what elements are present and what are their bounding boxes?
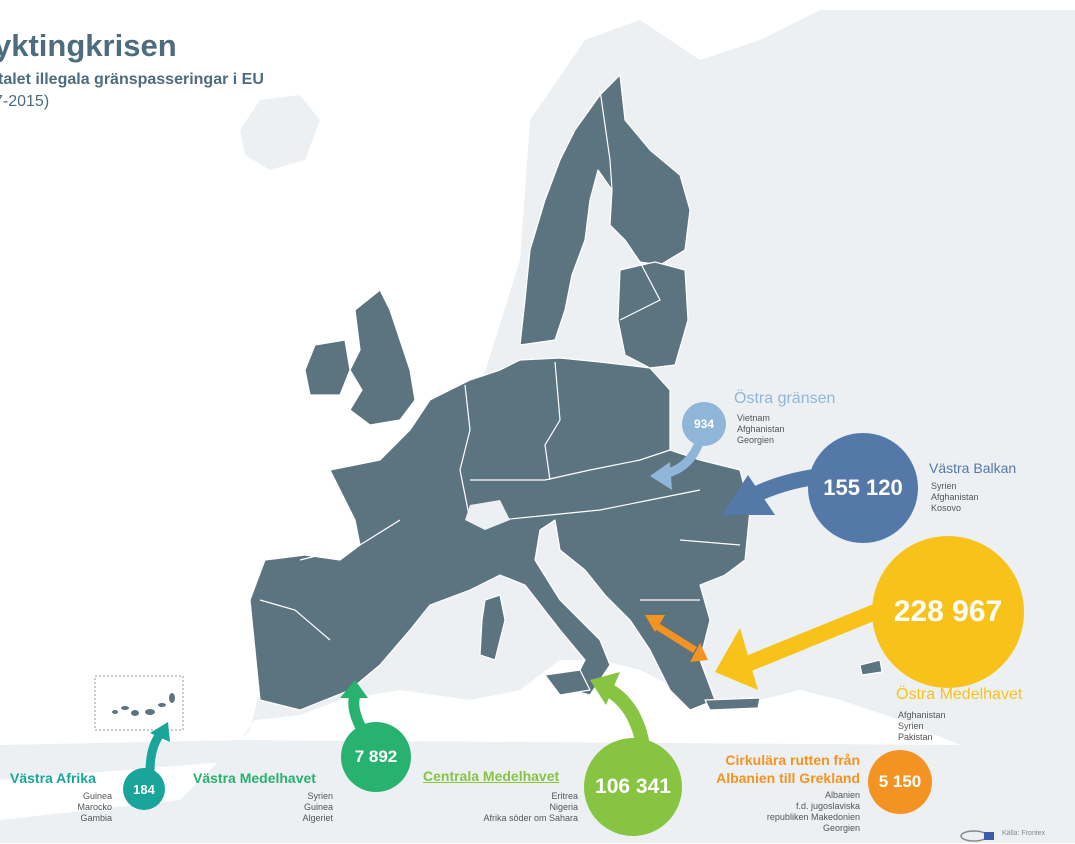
ostra-medelhavet-label: Östra Medelhavet	[896, 686, 1023, 703]
cirkulara-arrow	[653, 622, 697, 653]
country-item: Syrien	[898, 721, 924, 731]
country-item: Syrien	[307, 791, 333, 801]
vastra-balkan-circle: 155 120	[808, 433, 918, 543]
country-item: f.d. jugoslaviska	[795, 801, 860, 811]
ostra-gransen-value: 934	[693, 417, 715, 431]
vastra-afrika-label: Västra Afrika	[10, 770, 96, 786]
continental-eu	[249, 357, 751, 711]
country-item: Georgien	[822, 823, 860, 833]
country-item: Eritrea	[551, 791, 578, 801]
vastra-afrika-value: 184	[133, 781, 155, 797]
cirkulara-arrowhead-1	[645, 615, 665, 632]
ostra-gransen-arrowhead	[650, 462, 672, 490]
country-item: Nigeria	[549, 802, 578, 812]
cirkulara-label-line2: Albanien till Grekland	[716, 770, 860, 786]
vastra-medelhavet-label: Västra Medelhavet	[193, 770, 316, 786]
vastra-afrika-circle: 184	[123, 768, 165, 810]
country-item: Gambia	[80, 813, 112, 823]
page-subtitle: talet illegala gränspasseringar i EU	[0, 71, 264, 88]
uk-land	[349, 289, 416, 426]
cirkulara-countries: Albanien f.d. jugoslaviska republiken Ma…	[740, 790, 860, 834]
ostra-gransen-circle: 934	[682, 402, 726, 446]
vastra-medelhavet-countries: Syrien Guinea Algeriet	[250, 791, 333, 824]
centrala-medelhavet-value: 106 341	[595, 775, 671, 798]
vastra-medelhavet-arrowhead	[340, 680, 368, 698]
ep-logo-icon	[960, 830, 994, 842]
country-item: Kosovo	[931, 503, 962, 513]
country-item: Afghanistan	[931, 492, 979, 502]
switzerland-land	[465, 500, 510, 530]
centrala-medelhavet-circle: 106 341	[584, 738, 682, 836]
vastra-medelhavet-circle: 7 892	[341, 722, 411, 792]
ostra-medelhavet-arrow	[741, 602, 884, 673]
page-title: yktingkrisen	[0, 28, 177, 63]
canary-islands	[112, 693, 175, 716]
source-label: Källa: Frontex	[1002, 830, 1046, 837]
ireland-land	[304, 339, 351, 396]
centrala-medelhavet-countries: Eritrea Nigeria Afrika söder om Sahara	[440, 791, 578, 824]
crete-land	[704, 697, 761, 711]
country-item: Afrika söder om Sahara	[483, 813, 578, 823]
vastra-balkan-label: Västra Balkan	[929, 460, 1017, 476]
ostra-gransen-label: Östra gränsen	[734, 390, 836, 407]
country-item: republiken Makedonien	[766, 812, 860, 822]
vastra-medelhavet-value: 7 892	[354, 747, 398, 766]
cirkulara-label-line1: Cirkulära rutten från	[725, 752, 860, 768]
eu-land	[249, 74, 883, 711]
ostra-gransen-countries: Vietnam Afghanistan Georgien	[737, 413, 785, 446]
nordic-land	[519, 74, 691, 346]
ostra-medelhavet-arrowhead	[715, 628, 758, 690]
vastra-balkan-countries: Syrien Afghanistan Kosovo	[931, 481, 979, 514]
country-borders	[259, 89, 741, 641]
country-item: Algeriet	[302, 813, 333, 823]
ostra-medelhavet-circle: 228 967	[872, 536, 1024, 688]
vastra-balkan-arrowhead	[722, 475, 775, 515]
cirkulara-circle: 5 150	[868, 750, 932, 814]
vastra-afrika-arrowhead	[150, 722, 170, 742]
cirkulara-value: 5 150	[878, 772, 922, 791]
country-item: Guinea	[303, 802, 333, 812]
country-item: Guinea	[82, 791, 112, 801]
sicily-land	[544, 669, 591, 696]
cirkulara-label: Cirkulära rutten från Albanien till Grek…	[700, 751, 860, 787]
cirkulara-arrowhead-2	[690, 643, 708, 662]
country-item: Pakistan	[898, 732, 933, 742]
centrala-medelhavet-arrowhead	[590, 672, 620, 705]
corsica-sardinia-land	[479, 594, 506, 661]
country-item: Afghanistan	[898, 710, 946, 720]
baltic-land	[617, 261, 689, 369]
country-item: Marocko	[77, 802, 112, 812]
centrala-medelhavet-label: Centrala Medelhavet	[423, 768, 560, 784]
country-item: Georgien	[737, 435, 775, 445]
country-item: Albanien	[824, 790, 860, 800]
country-item: Afghanistan	[737, 424, 785, 434]
ostra-medelhavet-countries: Afghanistan Syrien Pakistan	[898, 710, 946, 743]
vastra-afrika-countries: Guinea Marocko Gambia	[50, 791, 112, 824]
country-item: Syrien	[931, 481, 957, 491]
ostra-medelhavet-value: 228 967	[893, 595, 1003, 628]
canary-inset-box	[94, 675, 184, 731]
page-years: 7-2015)	[0, 93, 50, 110]
vastra-balkan-value: 155 120	[823, 475, 903, 500]
cyprus-land	[859, 659, 883, 676]
country-item: Vietnam	[737, 413, 770, 423]
